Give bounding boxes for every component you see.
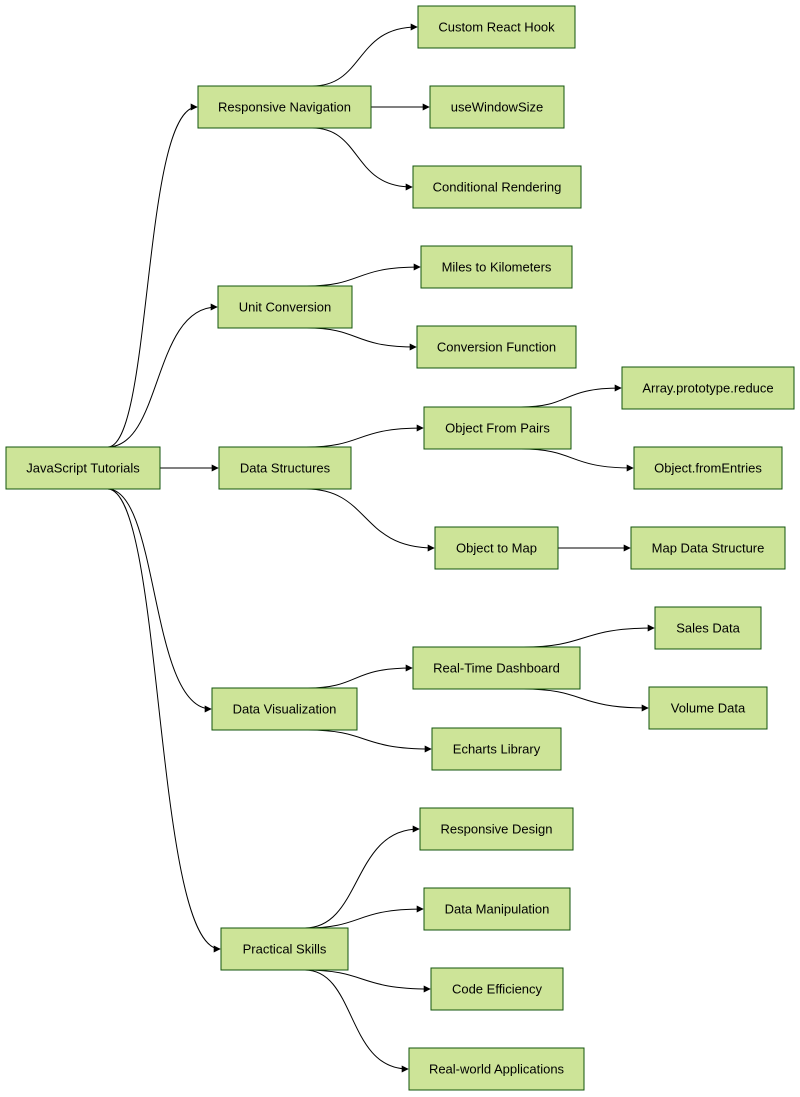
node-label: Conditional Rendering	[433, 180, 562, 195]
node-box	[217, 285, 353, 329]
node-object-from-pairs[interactable]: Object From Pairs	[423, 406, 572, 450]
edge-root-to-data-visualization	[107, 488, 212, 713]
edge-unit-conversion-to-conversion-function	[306, 327, 417, 351]
node-practical-skills[interactable]: Practical Skills	[220, 927, 349, 971]
node-conditional-rendering[interactable]: Conditional Rendering	[412, 165, 582, 209]
edge-object-from-pairs-to-object-from-entries	[521, 448, 634, 472]
edge-object-from-pairs-to-array-prototype-reduce	[521, 384, 622, 408]
node-label: Miles to Kilometers	[442, 260, 552, 275]
node-label: Object From Pairs	[445, 421, 550, 436]
node-code-efficiency[interactable]: Code Efficiency	[430, 967, 564, 1011]
node-label: Real-world Applications	[429, 1062, 565, 1077]
node-label: Map Data Structure	[652, 541, 765, 556]
node-label: Code Efficiency	[452, 982, 543, 997]
edge-practical-skills-to-code-efficiency	[304, 969, 431, 993]
node-label: Object to Map	[456, 541, 537, 556]
edge-practical-skills-to-responsive-design	[304, 825, 420, 929]
node-box	[654, 606, 762, 650]
node-responsive-navigation[interactable]: Responsive Navigation	[197, 85, 372, 129]
node-sales-data[interactable]: Sales Data	[654, 606, 762, 650]
edges-layer	[107, 23, 655, 1073]
node-box	[218, 446, 352, 490]
node-box	[633, 446, 783, 490]
node-label: Responsive Design	[440, 822, 552, 837]
node-box	[220, 927, 349, 971]
node-label: Data Visualization	[233, 702, 337, 717]
node-volume-data[interactable]: Volume Data	[648, 686, 768, 730]
edge-real-time-dashboard-to-sales-data	[523, 624, 655, 648]
node-box	[431, 727, 562, 771]
node-box	[423, 406, 572, 450]
node-box	[408, 1047, 585, 1091]
node-box	[417, 5, 576, 49]
node-box	[423, 887, 571, 931]
node-custom-react-hook[interactable]: Custom React Hook	[417, 5, 576, 49]
edge-data-structures-to-object-to-map	[306, 488, 435, 552]
node-box	[197, 85, 372, 129]
node-use-window-size[interactable]: useWindowSize	[429, 85, 565, 129]
node-box	[434, 526, 559, 570]
node-box	[412, 646, 581, 690]
node-box	[430, 967, 564, 1011]
node-conversion-function[interactable]: Conversion Function	[416, 325, 577, 369]
node-label: useWindowSize	[451, 100, 544, 115]
node-box	[648, 686, 768, 730]
node-object-to-map[interactable]: Object to Map	[434, 526, 559, 570]
node-label: Data Manipulation	[445, 902, 550, 917]
node-label: Data Structures	[240, 461, 331, 476]
edge-practical-skills-to-real-world-applications	[304, 969, 409, 1073]
node-label: Volume Data	[671, 701, 746, 716]
edge-root-to-practical-skills	[107, 488, 221, 953]
node-box	[621, 366, 795, 410]
node-real-world-applications[interactable]: Real-world Applications	[408, 1047, 585, 1091]
node-miles-to-kilometers[interactable]: Miles to Kilometers	[420, 245, 573, 289]
nodes-layer: JavaScript Tutorials Responsive Navigatio…	[5, 5, 795, 1091]
node-real-time-dashboard[interactable]: Real-Time Dashboard	[412, 646, 581, 690]
node-label: Practical Skills	[243, 942, 327, 957]
node-box	[416, 325, 577, 369]
node-data-manipulation[interactable]: Data Manipulation	[423, 887, 571, 931]
node-box	[420, 245, 573, 289]
edge-root-to-responsive-navigation	[107, 103, 198, 448]
edge-root-to-unit-conversion	[107, 303, 218, 448]
edge-practical-skills-to-data-manipulation	[304, 905, 424, 929]
node-box	[429, 85, 565, 129]
node-responsive-design[interactable]: Responsive Design	[419, 807, 574, 851]
node-label: Sales Data	[676, 621, 740, 636]
node-data-structures[interactable]: Data Structures	[218, 446, 352, 490]
edge-real-time-dashboard-to-volume-data	[523, 688, 649, 712]
node-echarts-library[interactable]: Echarts Library	[431, 727, 562, 771]
node-box	[419, 807, 574, 851]
edge-unit-conversion-to-miles-to-kilometers	[306, 263, 421, 287]
node-object-from-entries[interactable]: Object.fromEntries	[633, 446, 783, 490]
node-label: Custom React Hook	[438, 20, 555, 35]
node-label: Conversion Function	[437, 340, 556, 355]
node-label: Echarts Library	[453, 742, 541, 757]
edge-data-structures-to-object-from-pairs	[306, 424, 424, 448]
node-map-data-structure[interactable]: Map Data Structure	[630, 526, 786, 570]
edge-responsive-navigation-to-conditional-rendering	[312, 127, 413, 191]
node-root[interactable]: JavaScript Tutorials	[5, 446, 161, 490]
node-unit-conversion[interactable]: Unit Conversion	[217, 285, 353, 329]
edge-data-visualization-to-real-time-dashboard	[307, 664, 413, 689]
node-label: Array.prototype.reduce	[642, 381, 773, 396]
node-label: Real-Time Dashboard	[433, 661, 560, 676]
node-array-prototype-reduce[interactable]: Array.prototype.reduce	[621, 366, 795, 410]
edge-responsive-navigation-to-custom-react-hook	[312, 23, 418, 87]
node-box	[211, 687, 358, 731]
node-box	[630, 526, 786, 570]
node-label: JavaScript Tutorials	[26, 461, 140, 476]
node-box	[412, 165, 582, 209]
node-label: Object.fromEntries	[654, 461, 762, 476]
edge-data-visualization-to-echarts-library	[307, 729, 432, 753]
node-label: Unit Conversion	[239, 300, 332, 315]
node-label: Responsive Navigation	[218, 100, 351, 115]
node-box	[5, 446, 161, 490]
node-data-visualization[interactable]: Data Visualization	[211, 687, 358, 731]
